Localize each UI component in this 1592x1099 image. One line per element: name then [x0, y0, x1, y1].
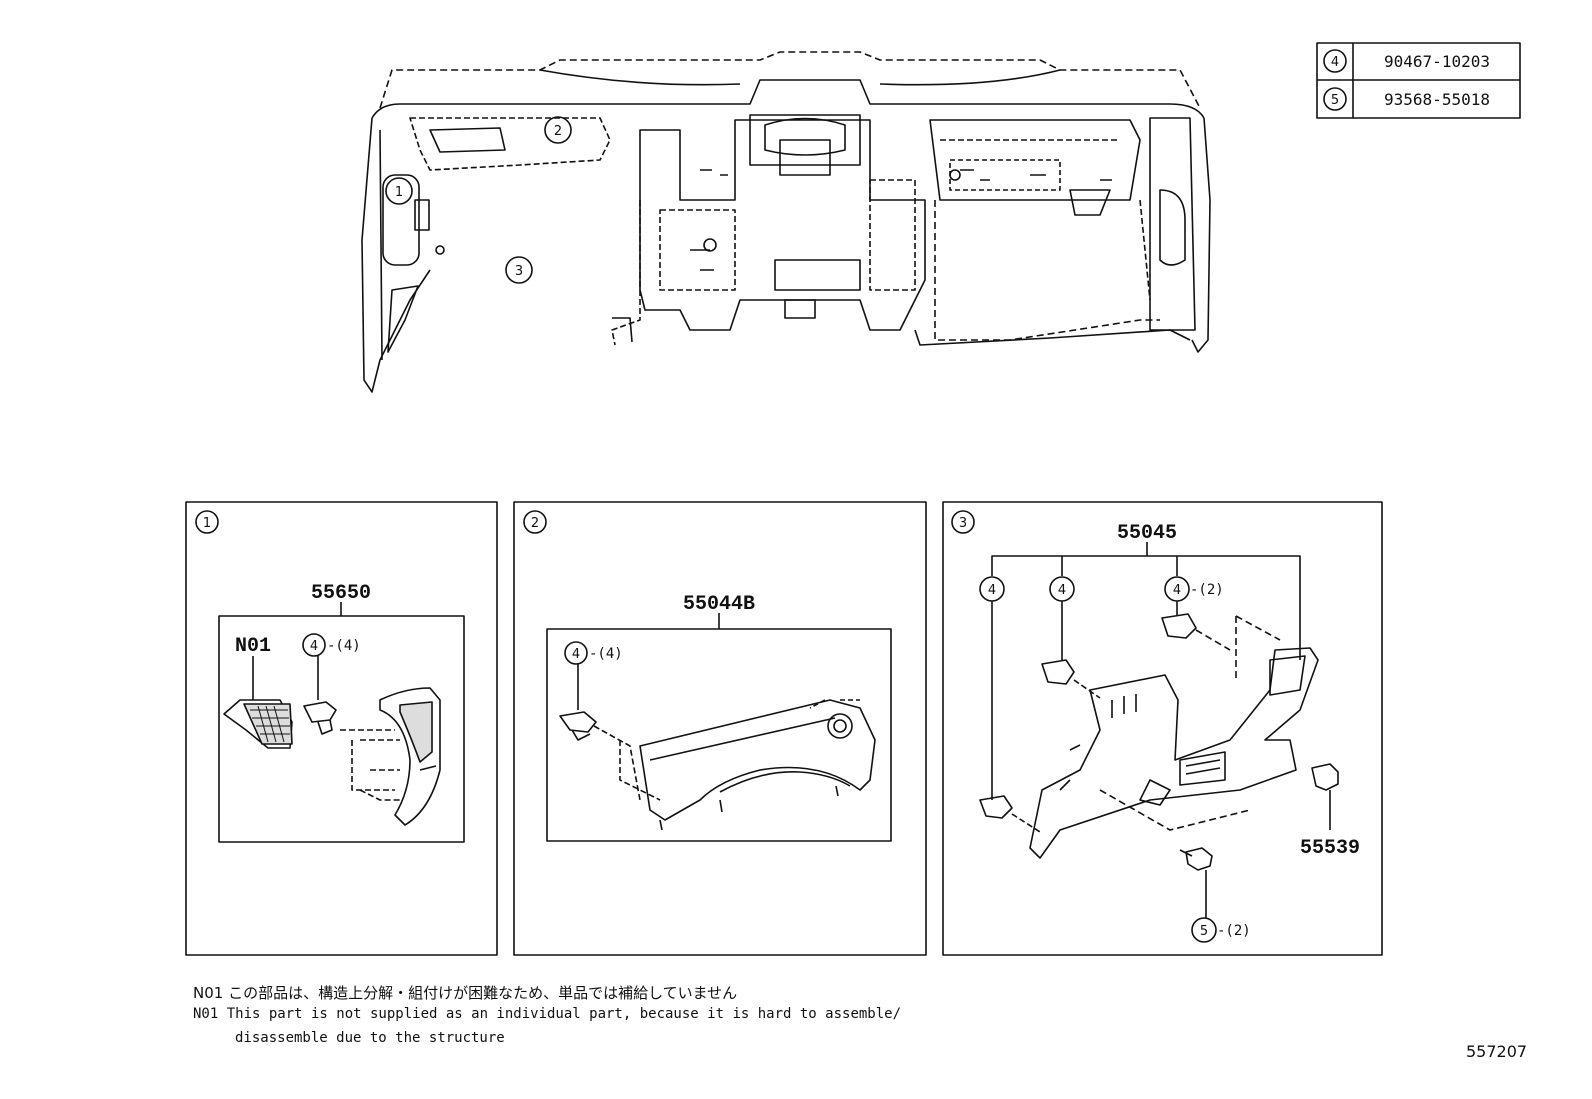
panel-1-ref: 1	[203, 516, 211, 531]
note-english-line1: N01 This part is not supplied as an indi…	[193, 1006, 902, 1022]
panel-1-sub-label: N01	[235, 635, 271, 658]
panel-2-ref: 2	[531, 516, 539, 531]
panel-2-callout-qty: -(4)	[589, 646, 623, 662]
overview-callout-1-text: 1	[395, 185, 403, 200]
overview-callout-2[interactable]	[544, 116, 572, 144]
diagram-code: 557207	[1466, 1042, 1528, 1061]
panel-3-callout-c-ref: 4	[1173, 583, 1181, 598]
panel-1-callout-ref: 4	[310, 639, 318, 654]
panel-2-drawing	[546, 613, 892, 842]
overview-callout-2-text: 2	[554, 124, 562, 139]
overview-callout-3-text: 3	[515, 264, 523, 279]
panel-2-frame	[513, 501, 927, 956]
overview-callout-1[interactable]	[385, 177, 413, 205]
table-ref-4: 4	[1331, 55, 1339, 70]
panel-3-callout-a-ref: 4	[988, 583, 996, 598]
panel-3-assembly-no: 55045	[1117, 522, 1177, 545]
panel-3-callout-d-ref: 5	[1200, 924, 1208, 939]
panel-3-callout-b-ref: 4	[1058, 583, 1066, 598]
note-japanese: N01 この部品は、構造上分解・組付けが困難なため、単品では補給していません	[193, 984, 738, 1002]
table-part-no-4: 90467-10203	[1384, 52, 1490, 71]
overview-callout-3[interactable]	[505, 256, 533, 284]
panel-1-drawing	[218, 602, 465, 843]
panel-2-ref-callout	[523, 510, 547, 534]
panel-3-ref: 3	[959, 516, 967, 531]
panel-3-callout-d-qty: -(2)	[1217, 923, 1251, 939]
panel-1-frame	[185, 501, 498, 956]
panel-1-callout-qty: -(4)	[327, 638, 361, 654]
panel-2-assembly-no: 55044B	[683, 593, 755, 616]
instrument-panel-overview	[361, 51, 1211, 393]
panel-3-extra-part-no: 55539	[1300, 837, 1360, 860]
panel-3-drawing	[979, 542, 1339, 943]
panel-3-ref-callout	[951, 510, 975, 534]
note-english-line2: disassemble due to the structure	[235, 1030, 505, 1046]
table-ref-5: 5	[1331, 93, 1339, 108]
panel-3-frame	[942, 501, 1383, 956]
panel-1-ref-callout	[195, 510, 219, 534]
panel-3-callout-c-qty: -(2)	[1190, 582, 1224, 598]
table-part-no-5: 93568-55018	[1384, 90, 1490, 109]
panel-2-callout-ref: 4	[572, 647, 580, 662]
parts-table	[1316, 42, 1521, 119]
panel-1-assembly-no: 55650	[311, 582, 371, 605]
